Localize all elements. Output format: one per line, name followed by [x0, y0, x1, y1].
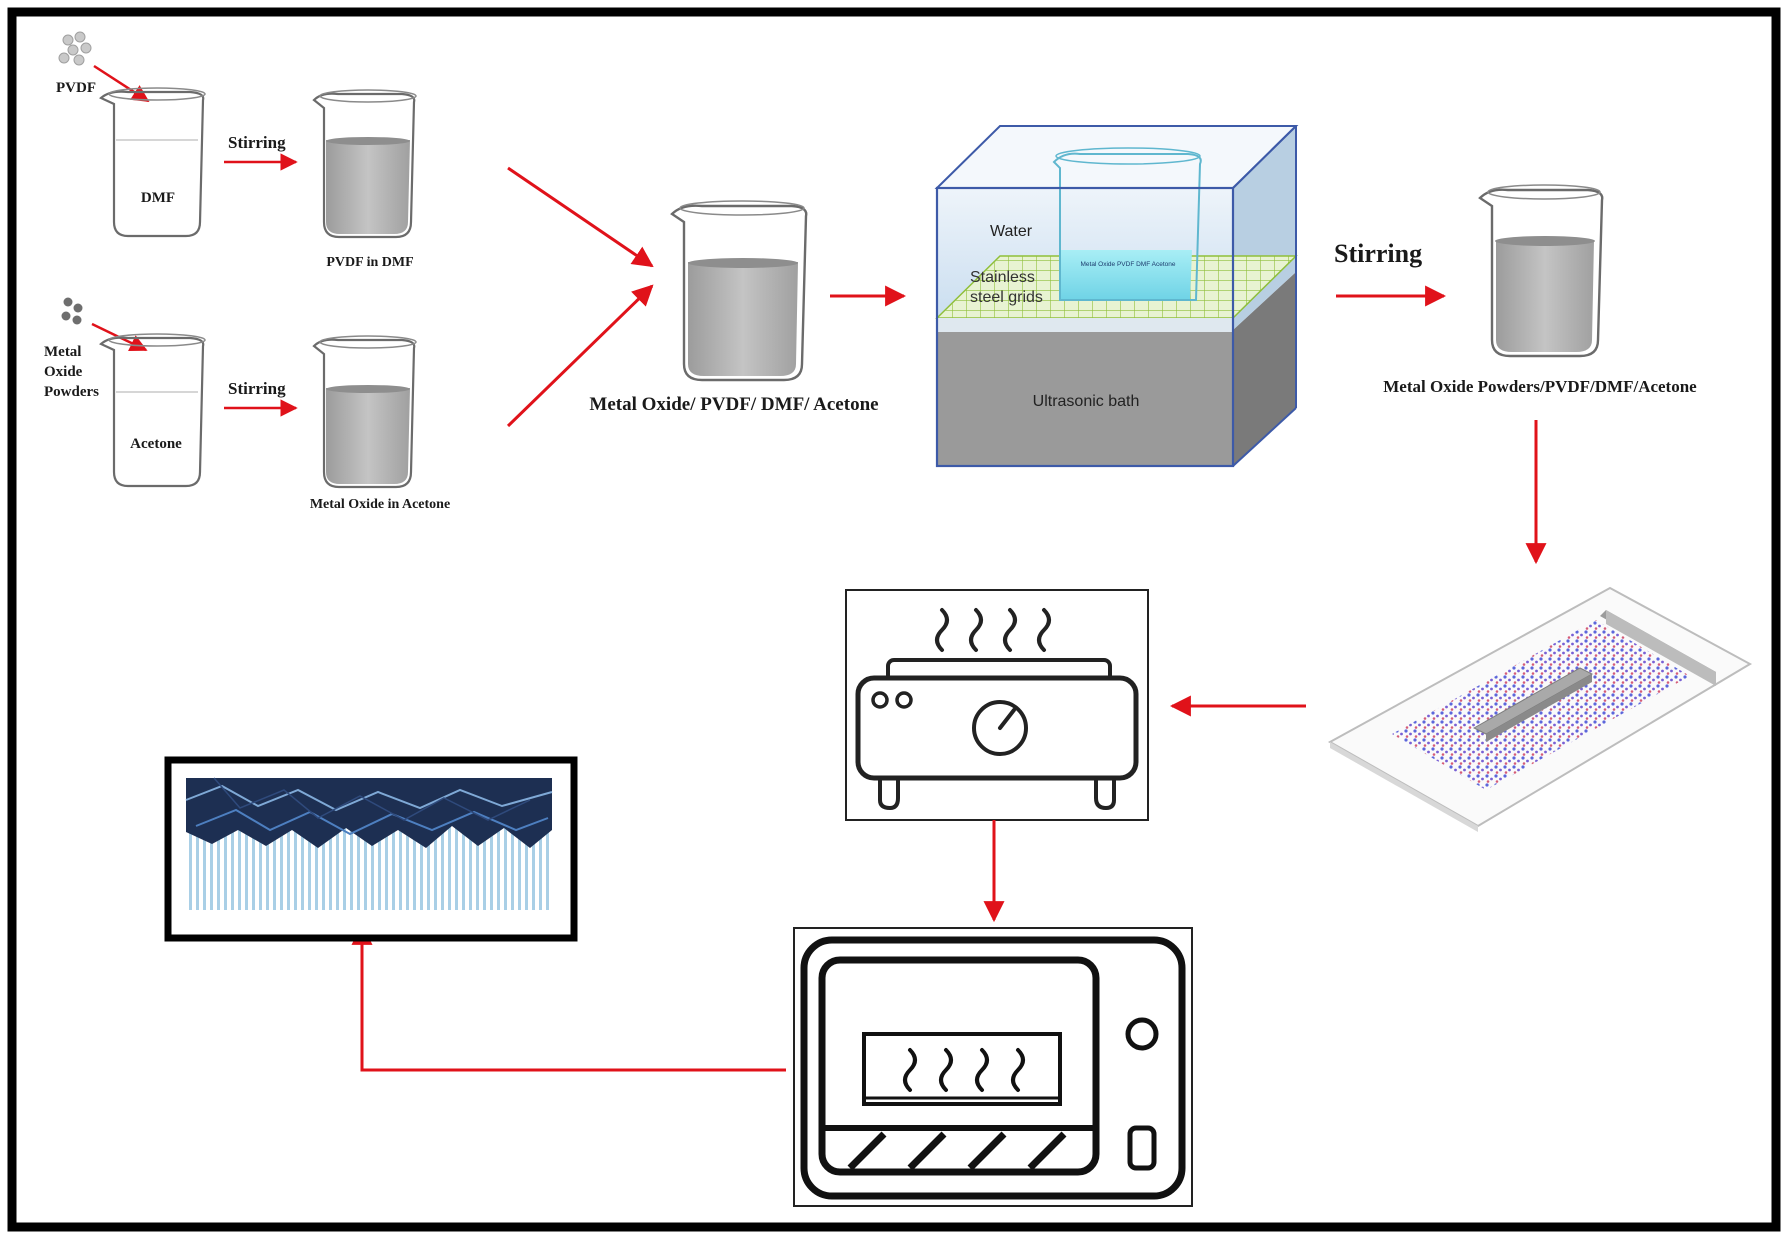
oven-icon	[793, 927, 1193, 1207]
stirring-label-3: Stirring	[1334, 239, 1422, 268]
diagram-border	[7, 7, 1781, 1232]
mixture-beaker	[670, 200, 808, 382]
final-solution-beaker	[1478, 184, 1604, 358]
metal-oxide-in-acetone-beaker	[312, 335, 417, 489]
merge-arrow-bottom	[506, 284, 654, 428]
mixture-label: Metal Oxide/ PVDF/ DMF/ Acetone	[589, 394, 878, 415]
metal-label: Metal	[44, 344, 81, 360]
stirring-label-1: Stirring	[228, 133, 286, 152]
steel-grids-label: steel grids	[970, 289, 1043, 306]
ultrasonic-bath-label: Ultrasonic bath	[1033, 393, 1140, 410]
dmf-label: DMF	[141, 190, 175, 206]
dmf-beaker	[99, 87, 206, 238]
pvdf-in-dmf-beaker	[312, 89, 417, 239]
pvdf-addition-arrow	[93, 64, 150, 103]
oxide-label: Oxide	[44, 364, 83, 380]
bath-beaker-label: Metal Oxide PVDF DMF Acetone	[1080, 261, 1175, 268]
powders-label: Powders	[44, 384, 99, 400]
pvdf-in-dmf-label: PVDF in DMF	[326, 255, 413, 270]
heater-icon	[845, 589, 1149, 821]
pvdf-powder-icon	[58, 31, 92, 66]
ultrasonic-bath	[934, 125, 1299, 468]
final-solution-label: Metal Oxide Powders/PVDF/DMF/Acetone	[1383, 377, 1697, 396]
to-membrane-arrow	[351, 923, 786, 1072]
acetone-label: Acetone	[130, 436, 182, 452]
membrane-image	[164, 756, 578, 942]
stainless-label: Stainless	[970, 269, 1035, 286]
casting-plate	[1327, 586, 1753, 832]
metal-oxide-in-acetone-label: Metal Oxide in Acetone	[310, 497, 450, 512]
acetone-beaker	[99, 333, 206, 488]
stirring-label-2: Stirring	[228, 379, 286, 398]
metal-oxide-powder-icon	[61, 297, 83, 325]
water-label: Water	[990, 223, 1033, 240]
merge-arrow-top	[507, 166, 654, 268]
pvdf-label: PVDF	[56, 80, 96, 96]
